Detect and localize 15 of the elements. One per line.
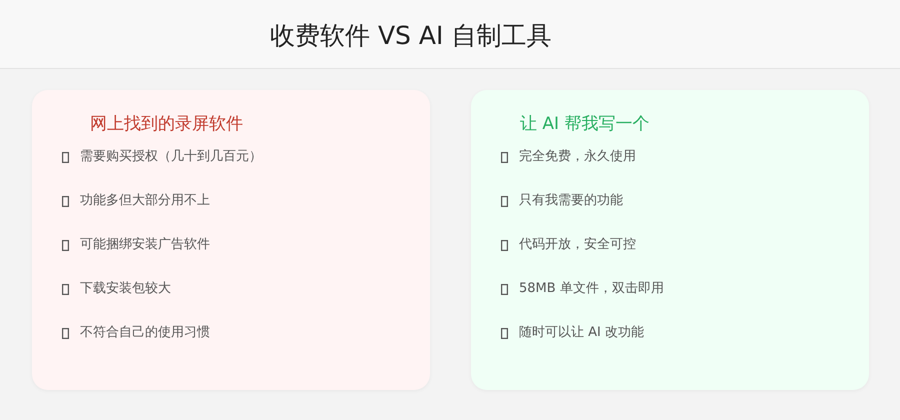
title: 收费软件 VS AI 自制工具	[270, 20, 552, 52]
comparison-card	[471, 90, 869, 390]
list-item: 可能捆绑安装广告软件	[80, 236, 210, 254]
card-heading: 让 AI 帮我写一个	[520, 113, 650, 136]
list-item: 随时可以让 AI 改功能	[519, 324, 644, 342]
list-item: 需要购买授权（几十到几百元）	[80, 148, 262, 166]
list-item: 功能多但大部分用不上	[80, 192, 210, 210]
list-item: 不符合自己的使用习惯	[80, 324, 210, 342]
card-heading: 网上找到的录屏软件	[90, 113, 243, 136]
comparison-card	[32, 90, 430, 390]
list-item: 完全免费，永久使用	[519, 148, 636, 166]
list-item: 58MB 单文件，双击即用	[519, 280, 664, 298]
list-item: 代码开放，安全可控	[519, 236, 636, 254]
list-item: 下载安装包较大	[80, 280, 171, 298]
list-item: 只有我需要的功能	[519, 192, 623, 210]
